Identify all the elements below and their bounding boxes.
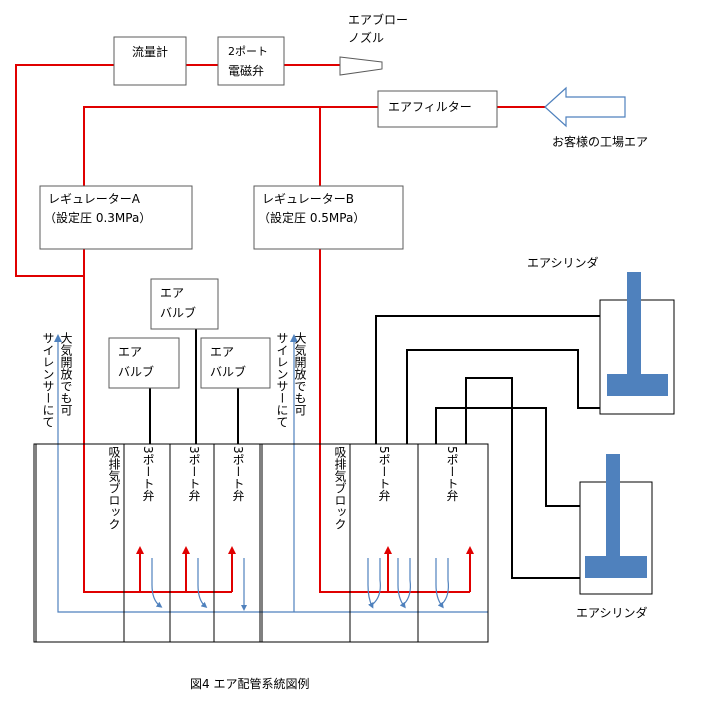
air-blow-label-2: ノズル [348,30,384,45]
valve-5port-2-label: 5ポート弁 [445,446,459,502]
solenoid-valve-label-2: 電磁弁 [228,63,264,78]
exhaust-block-b-label: 吸排気ブロック [333,446,347,530]
air-valve-3-label-2: バルブ [210,364,246,379]
air-blow-nozzle-icon [339,56,383,76]
silencer-label-b-1: サイレンサーにて [275,332,289,428]
air-valve-1-label-1: エア [118,345,142,359]
customer-air-label: お客様の工場エア [552,134,648,149]
air-filter-label: エアフィルター [388,100,472,114]
air-cylinder-top-label: エアシリンダ [527,255,599,270]
valve-5port-1-label: 5ポート弁 [377,446,391,502]
silencer-label-a-2: 大気開放でも可 [59,332,73,416]
air-cylinder-bottom [579,454,653,595]
regulator-a-label-2: （設定圧 0.3MPa） [44,210,151,225]
exhaust-block-a-label: 吸排気ブロック [107,446,121,530]
exhaust-piping [54,334,488,613]
air-valve-2-label-2: バルブ [160,305,196,320]
air-blow-label-1: エアブロー [348,12,408,27]
manifold-b [259,443,489,643]
regulator-b-label-2: （設定圧 0.5MPa） [258,210,365,225]
air-valve-box-3 [200,337,271,389]
regulator-a-box [39,185,193,250]
valve-3port-2-label: 3ポート弁 [187,446,201,502]
air-valve-2-label-1: エア [160,286,184,300]
factory-air-arrow-icon [544,86,626,128]
supply-piping [15,64,545,593]
signal-piping [149,315,600,579]
air-filter-box [377,90,498,128]
air-valve-1-label-2: バルブ [118,364,154,379]
silencer-label-b-2: 大気開放でも可 [293,332,307,416]
flow-meter-label: 流量計 [132,44,168,59]
regulator-a-label-1: レギュレーターA [48,192,141,206]
solenoid-valve-box [217,36,285,86]
air-valve-box-1 [108,337,180,389]
air-cylinder-top [599,272,675,415]
regulator-b-box [253,185,404,250]
solenoid-valve-label-1: 2ポート [228,45,268,58]
flow-meter-box [113,36,187,86]
figure-caption: 図4 エア配管系統図例 [190,676,309,691]
silencer-label-a-1: サイレンサーにて [41,332,55,428]
valve-3port-1-label: 3ポート弁 [141,446,155,502]
air-valve-3-label-1: エア [210,345,234,359]
regulator-b-label-1: レギュレーターB [262,192,354,206]
valve-3port-3-label: 3ポート弁 [231,446,245,502]
air-valve-box-2 [150,278,219,330]
air-cylinder-bottom-label: エアシリンダ [576,605,648,620]
